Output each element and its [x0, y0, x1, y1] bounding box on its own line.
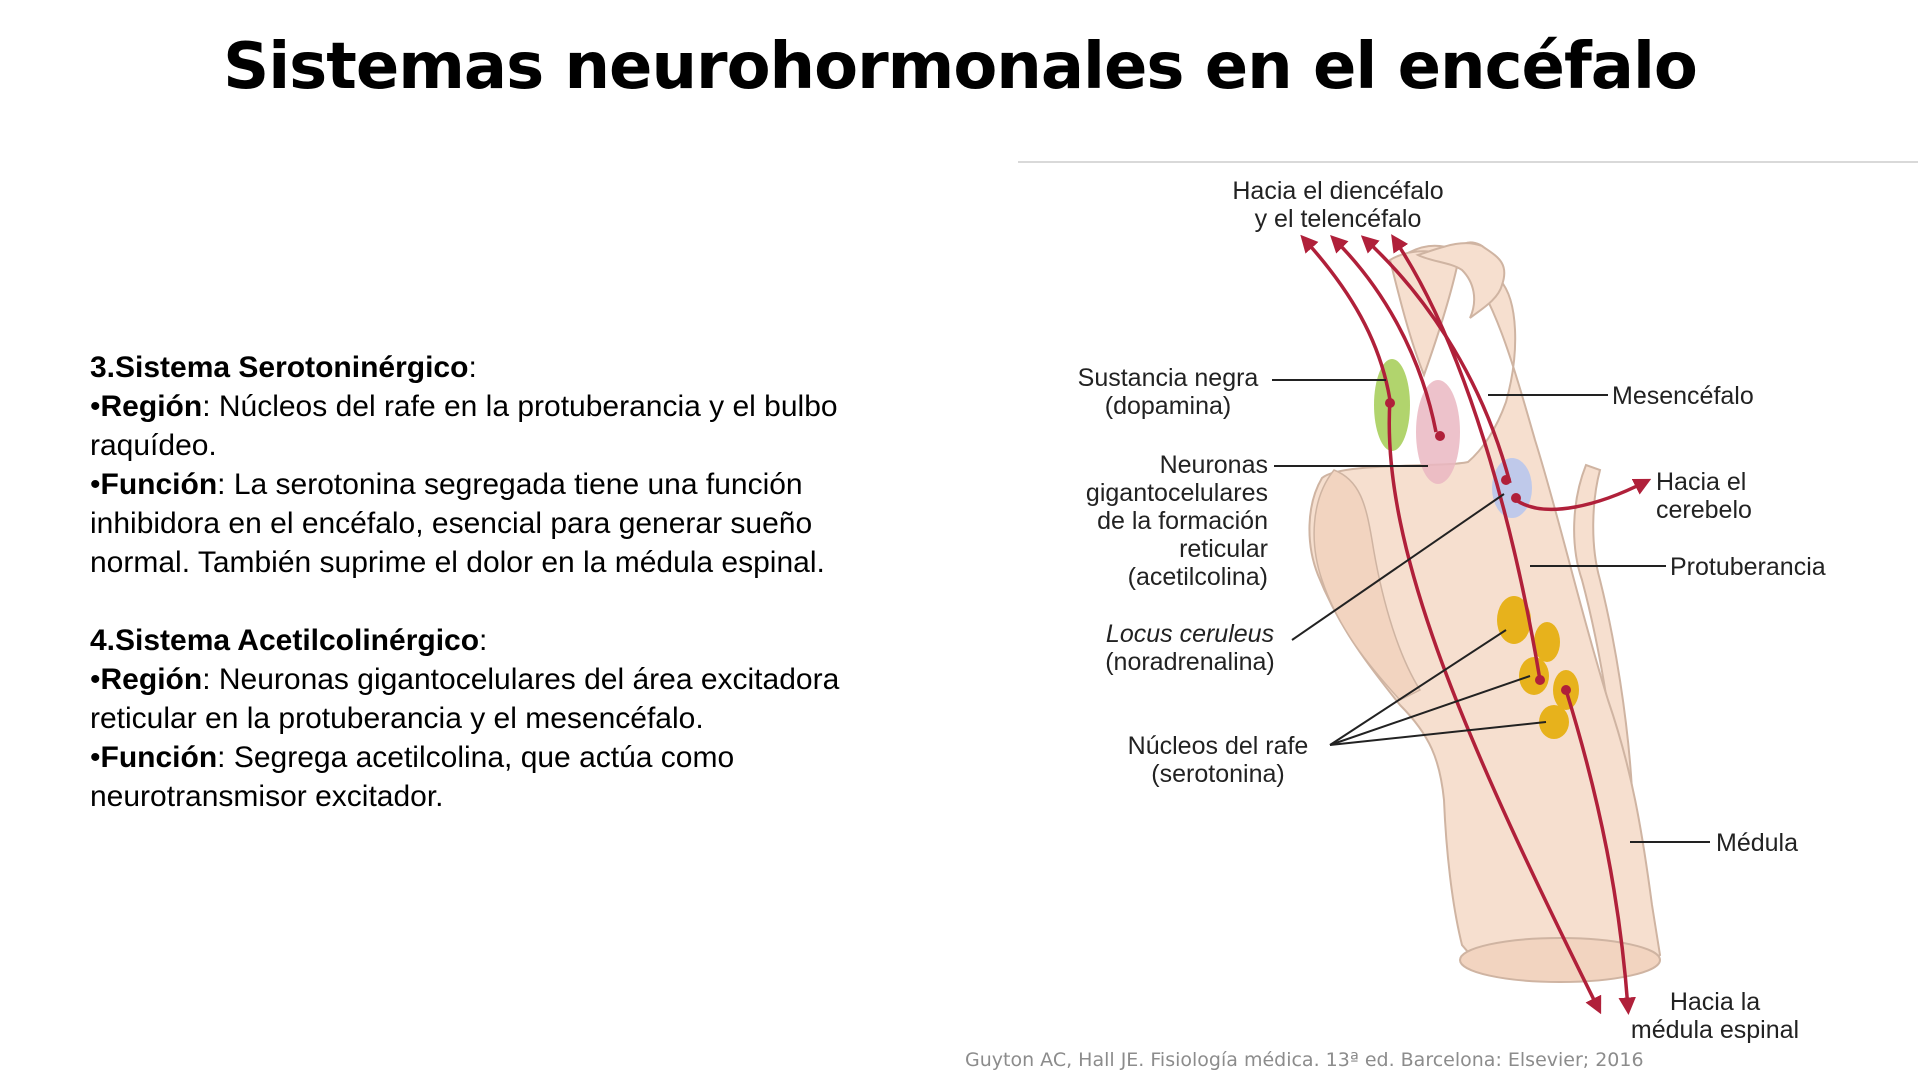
slide-title: Sistemas neurohormonales en el encéfalo	[223, 30, 1698, 104]
rafe-leader	[1329, 721, 1547, 746]
label-cerebelo-line2: cerebelo	[1656, 496, 1752, 524]
serotonin-cell-dot	[1561, 685, 1571, 695]
ascending-pathway	[1300, 234, 1392, 401]
mesencephalon-cap	[1415, 242, 1506, 319]
section-4-function: •Función: Segrega acetilcolina, que actú…	[90, 741, 735, 813]
label-neuronas-line4: reticular	[1179, 535, 1268, 563]
spinal-cord-cut	[1459, 937, 1661, 983]
label-sustancia-line2: (dopamina)	[1105, 392, 1231, 420]
ascending-pathway	[1330, 235, 1438, 433]
serotonin-nucleus	[1519, 657, 1549, 695]
rafe-leader	[1329, 675, 1531, 746]
serotonin-nucleus	[1497, 596, 1531, 644]
label-locus-line2: (noradrenalina)	[1105, 648, 1275, 676]
label-medula-espinal-line1: Hacia la	[1670, 988, 1760, 1016]
source-citation: Guyton AC, Hall JE. Fisiología médica. 1…	[965, 1049, 1644, 1071]
rafe-leader	[1329, 629, 1507, 746]
label-medula: Médula	[1716, 829, 1798, 857]
dopamine-cell-dot	[1385, 398, 1395, 408]
label-locus-line1: Locus ceruleus	[1106, 620, 1274, 648]
label-rafe-line2: (serotonina)	[1151, 760, 1284, 788]
mesencephalon-roof	[1388, 250, 1460, 378]
label-protuberancia: Protuberancia	[1670, 553, 1826, 581]
label-top-line1: Hacia el diencéfalo	[1232, 177, 1443, 205]
locus-leader	[1291, 493, 1505, 641]
label-neuronas-line2: gigantocelulares	[1086, 479, 1268, 507]
label-neuronas-line5: (acetilcolina)	[1128, 563, 1268, 591]
label-top-line2: y el telencéfalo	[1255, 205, 1422, 233]
section-3-heading: 3.Sistema Serotoninérgico:	[90, 351, 477, 384]
descending-pathway	[1564, 689, 1636, 1015]
label-mesencefalo: Mesencéfalo	[1612, 382, 1754, 410]
figure-top-rule	[1018, 161, 1918, 163]
label-neuronas-line3: de la formación	[1097, 507, 1268, 535]
noradrenaline-cell-dot	[1511, 493, 1521, 503]
label-cerebelo-line1: Hacia el	[1656, 468, 1746, 496]
serotonin-cell-dot	[1535, 675, 1545, 685]
text-content: 3.Sistema Serotoninérgico: •Región: Núcl…	[90, 348, 910, 816]
brainstem-tissue	[1308, 241, 1662, 979]
acetylcholine-cell-dot	[1435, 431, 1445, 441]
label-rafe-line1: Núcleos del rafe	[1128, 732, 1309, 760]
serotonin-nucleus	[1534, 622, 1560, 662]
label-neuronas-line1: Neuronas	[1160, 451, 1268, 479]
section-3-function: •Función: La serotonina segregada tiene …	[90, 468, 825, 579]
label-medula-espinal-line2: médula espinal	[1631, 1016, 1799, 1044]
noradrenaline-cell-dot	[1501, 475, 1511, 485]
section-4-region: •Región: Neuronas gigantocelulares del á…	[90, 663, 840, 735]
ascending-pathway	[1391, 234, 1542, 681]
label-sustancia-line1: Sustancia negra	[1078, 364, 1259, 392]
serotonin-nucleus	[1539, 705, 1569, 739]
section-4-heading: 4.Sistema Acetilcolinérgico:	[90, 624, 488, 657]
section-3-region: •Región: Núcleos del rafe en la protuber…	[90, 390, 838, 462]
cerebellum-pathway	[1515, 478, 1652, 512]
